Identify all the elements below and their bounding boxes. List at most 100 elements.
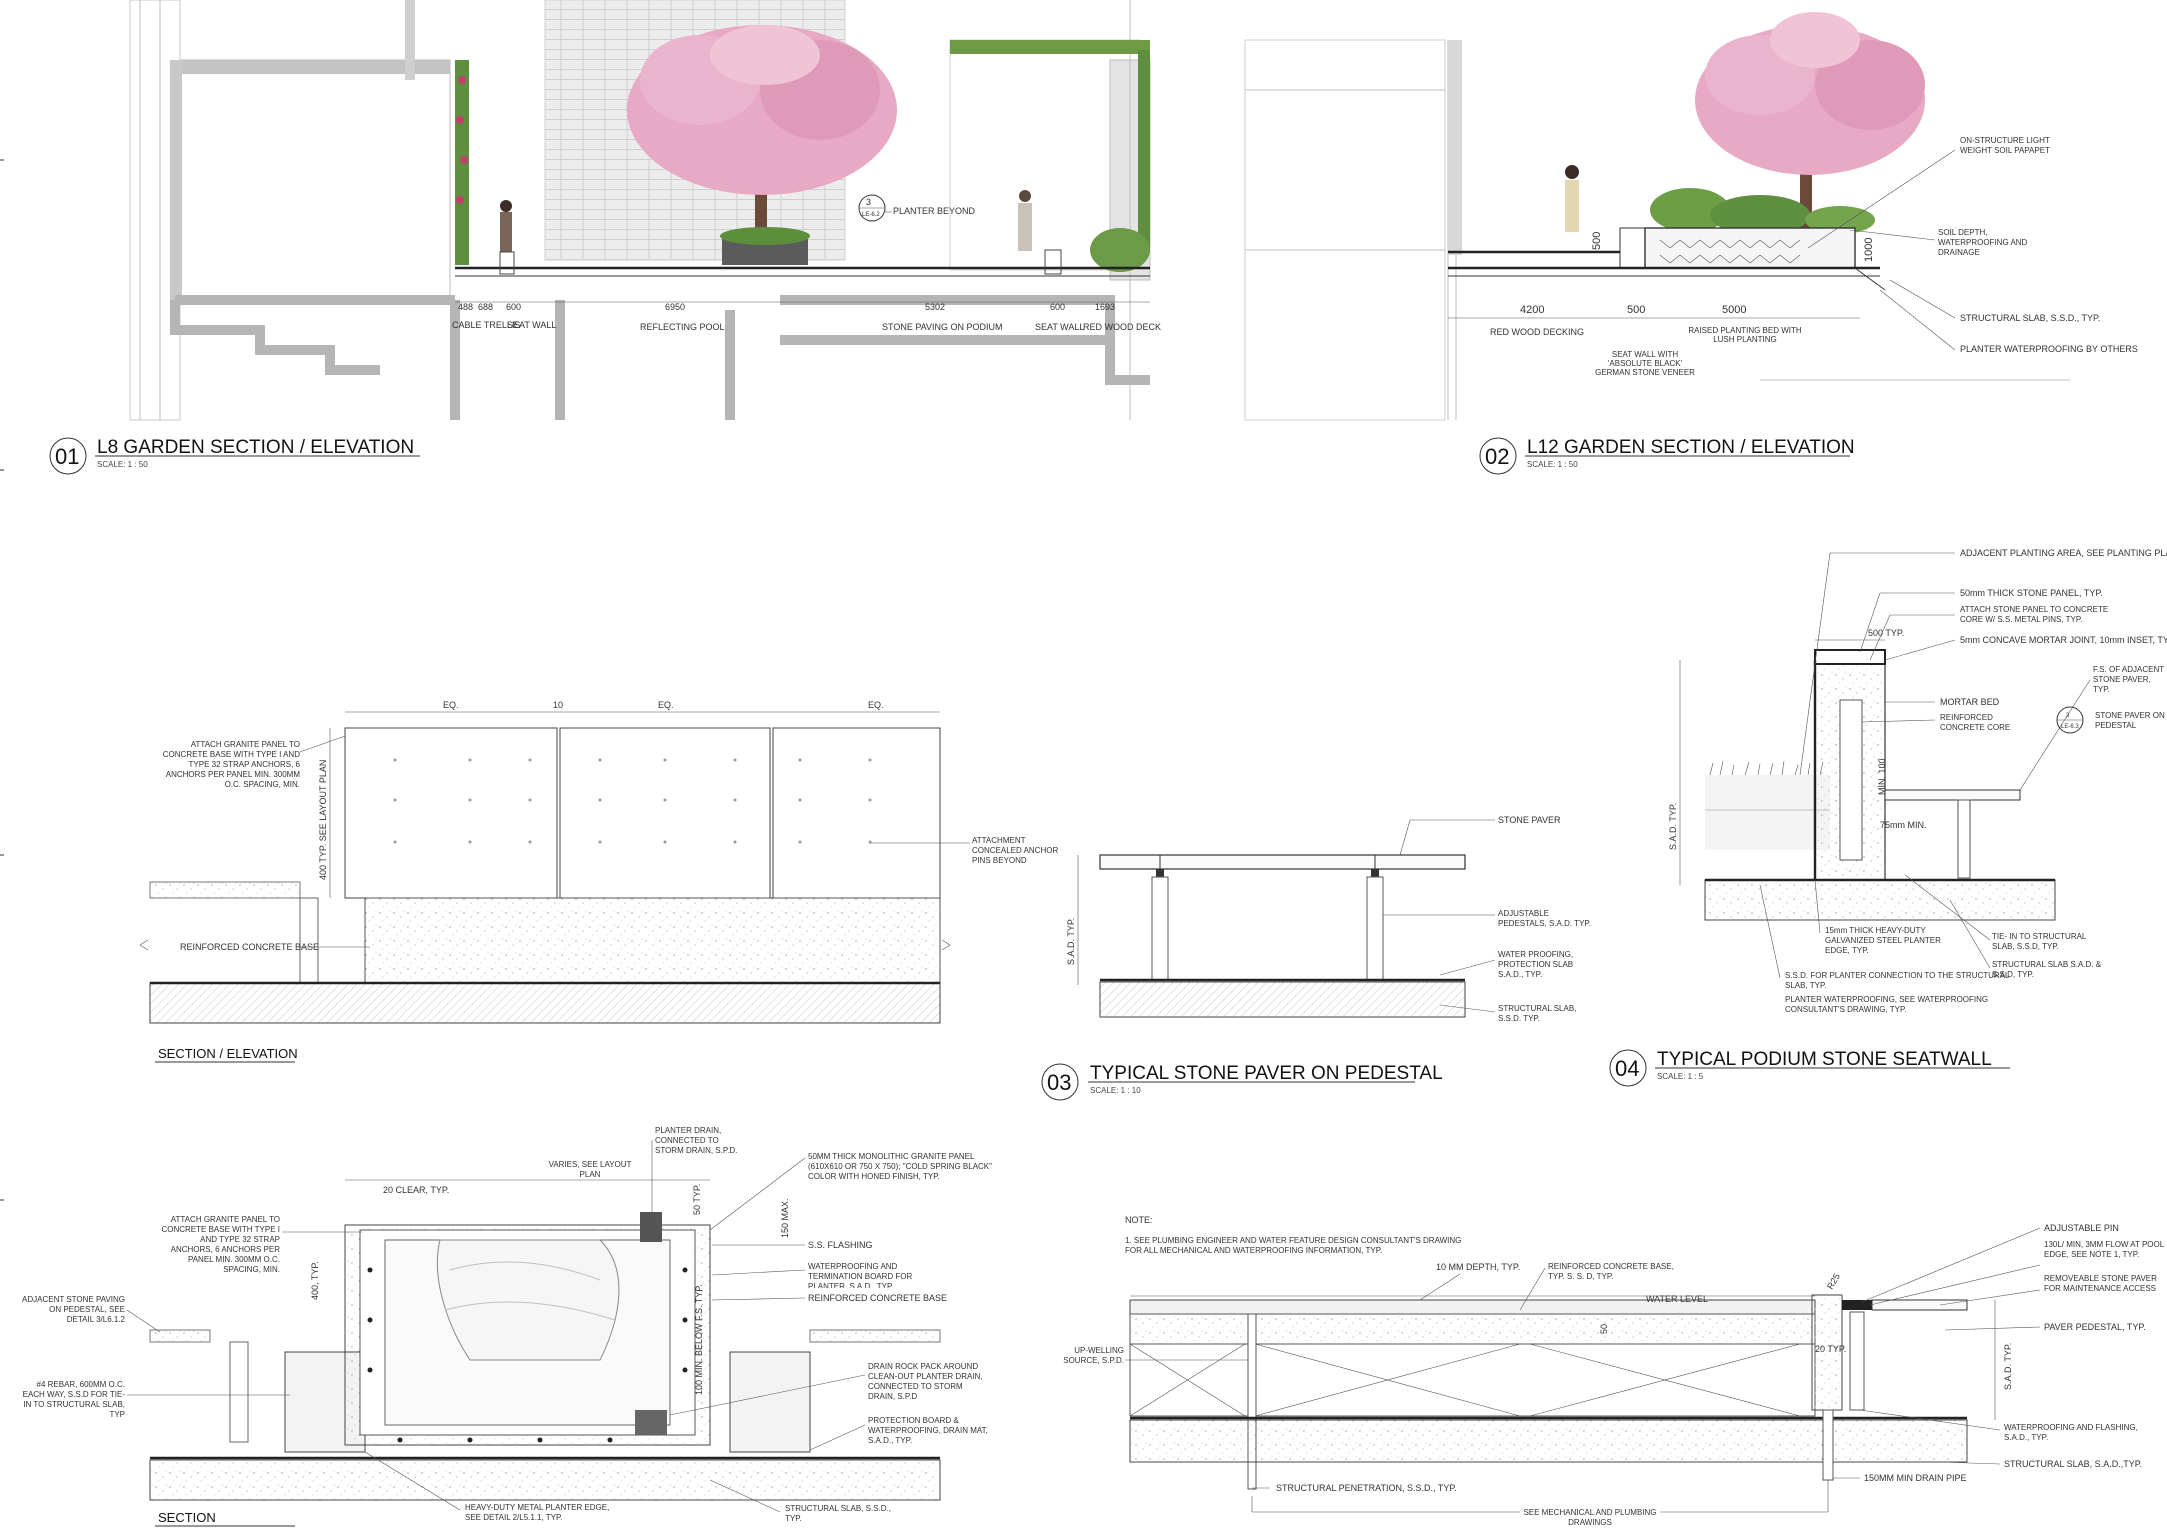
granite-label: 50MM THICK MONOLITHIC GRANITE PANEL (610… [808,1152,992,1181]
attachment-label: ATTACHMENT CONCEALED ANCHOR PINS BEYOND [972,836,1059,865]
d50-wf: 50 [1599,1324,1609,1334]
protection-label: PROTECTION BOARD & WATERPROOFING, DRAIN … [868,1416,988,1445]
cable-trellis-label: CABLE TRELLIS [452,320,520,330]
paver-ref-04: LE-6.3 [2061,724,2079,730]
detail-01-scale: SCALE: 1 : 50 [97,460,148,469]
soil-label: ON-STRUCTURE LIGHT WEIGHT SOIL PAPAPET [1960,136,2050,155]
soil-depth-label: SOIL DEPTH, WATERPROOFING AND DRAINAGE [1938,228,2028,257]
removable-label: REMOVEABLE STONE PAVER FOR MAINTENANCE A… [2044,1274,2157,1293]
wp-label-wf: WATERPROOFING AND FLASHING, S.A.D., TYP. [2004,1423,2138,1442]
termination-label: WATERPROOFING AND TERMINATION BOARD FOR … [808,1262,913,1288]
dim-01-a: 488 [458,302,473,312]
structural-slab-label-03: STRUCTURAL SLAB, S.S.D. TYP. [1498,1004,1577,1023]
dim-02-500: 500 [1627,304,1645,316]
dim-02-4200: 4200 [1520,304,1544,316]
seat-wall-label-1: SEAT WALL [507,320,556,330]
seat-wall-label: SEAT WALL WITH 'ABSOLUTE BLACK' GERMAN S… [1595,350,1695,377]
dim-02-500-v: 500 [1591,232,1603,250]
detail-01-title: L8 GARDEN SECTION / ELEVATION [97,437,414,458]
pedestal-label: PAVER PEDESTAL, TYP. [2044,1322,2146,1332]
connection-label: S.S.D. FOR PLANTER CONNECTION TO THE STR… [1785,971,2010,990]
dim-02-1000-v: 1000 [1863,238,1875,262]
detail-04-scale: SCALE: 1 : 5 [1657,1072,1704,1081]
water-level-label: WATER LEVEL [1646,1294,1708,1304]
structural-slab-label-02: STRUCTURAL SLAB, S.S.D., TYP. [1960,313,2100,323]
base-label-sec: REINFORCED CONCRETE BASE [808,1293,947,1303]
svg-text:3: 3 [2066,713,2070,719]
detail-granite-panel-elevation: EQ. 10 EQ. EQ. 400 TYP. SEE LAYOUT PLAN … [139,700,1059,1063]
edge-label-04: 15mm THICK HEAVY-DUTY GALVANIZED STEEL P… [1825,926,1941,955]
clear-label: 20 CLEAR, TYP. [383,1185,449,1195]
planter-wp-label-02: PLANTER WATERPROOFING BY OTHERS [1960,344,2138,354]
upwelling-label: UP-WELLING SOURCE, S.P.D. [1063,1346,1124,1365]
d150-label: 150 MAX. [780,1198,790,1238]
dim-01-e: 5302 [925,302,945,312]
detail-01-l8-garden-section: 3 LE-6.2 PLANTER BEYOND 488 688 600 6950… [49,0,1161,475]
core-label: REINFORCED CONCRETE CORE [1940,713,2011,732]
reflecting-pool-label: REFLECTING POOL [640,322,725,332]
planter-beyond-ref: LE-6.2 [862,212,880,218]
slab-label-sec: STRUCTURAL SLAB, S.S.D., TYP. [785,1504,891,1523]
dim-01-c: 600 [506,302,521,312]
drain-label: PLANTER DRAIN, CONNECTED TO STORM DRAIN,… [655,1126,738,1155]
detail-04-podium-seatwall: S.A.D. TYP. 500 TYP. MIN. 100 75mm MIN. … [1609,548,2167,1087]
red-wood-deck-label: RED WOOD DECK [1083,322,1161,332]
r25-label: R25 [1825,1272,1842,1291]
mechanical-label: SEE MECHANICAL AND PLUMBING DRAWINGS [1520,1508,1660,1528]
detail-04-title: TYPICAL PODIUM STONE SEATWALL [1657,1049,1992,1070]
sad-wf: S.A.D. TYP. [2003,1343,2013,1390]
detail-02-number: 02 [1485,444,1509,469]
dim-01-g: 1693 [1095,302,1115,312]
section-title: SECTION [158,1510,216,1525]
dim-10: 10 [553,700,563,710]
detail-planter-section: VARIES, SEE LAYOUT PLAN PLANTER DRAIN, C… [22,1126,992,1527]
flashing-label: S.S. FLASHING [808,1240,873,1250]
svg-text:3: 3 [866,197,871,207]
dim-02-5000: 5000 [1722,304,1746,316]
attach-panel-label: ATTACH STONE PANEL TO CONCRETE CORE W/ S… [1960,605,2109,624]
pin-label: ADJUSTABLE PIN [2044,1223,2119,1233]
detail-03-title: TYPICAL STONE PAVER ON PEDESTAL [1090,1063,1443,1084]
section-elevation-title: SECTION / ELEVATION [158,1046,298,1061]
slab-label-04: STRUCTURAL SLAB S.A.D. & S.S.D, TYP. [1992,960,2102,979]
dim-eq-1: EQ. [443,700,459,710]
dim-eq-3: EQ. [868,700,884,710]
min-100-label: MIN. 100 [1877,758,1887,795]
note-1: 1. SEE PLUMBING ENGINEER AND WATER FEATU… [1125,1236,1462,1255]
note-heading: NOTE: [1125,1215,1153,1225]
joint-label: 5mm CONCAVE MORTAR JOINT, 10mm INSET, TY… [1960,635,2167,645]
wood-decking-label: RED WOOD DECKING [1490,327,1584,337]
dim-01-f: 600 [1050,302,1065,312]
seat-wall-label-2: SEAT WALL [1035,322,1084,332]
dim-01-d: 6950 [665,302,685,312]
attach-granite-label: ATTACH GRANITE PANEL TO CONCRETE BASE WI… [162,740,300,789]
adjacent-label-04: ADJACENT PLANTING AREA, SEE PLANTING PLA… [1960,548,2167,558]
detail-02-l12-garden-section: 500 1000 4200 500 5000 RED WOOD DECKING … [1244,12,2138,475]
detail-03-number: 03 [1047,1070,1071,1095]
tie-in-label: TIE- IN TO STRUCTURAL SLAB, S.S.D, TYP. [1992,932,2087,951]
detail-02-title: L12 GARDEN SECTION / ELEVATION [1527,437,1855,458]
flow-label: 130L/ MIN, 3MM FLOW AT POOL EDGE, SEE NO… [2044,1240,2164,1259]
base-label-wf: REINFORCED CONCRETE BASE, TYP. S. S. D, … [1548,1262,1674,1281]
sad-typ-04: S.A.D. TYP. [1668,803,1678,850]
dim-eq-2: EQ. [658,700,674,710]
sheet-edge-ticks [0,159,4,1201]
detail-04-number: 04 [1615,1056,1639,1081]
d400-label: 400, TYP. [310,1261,320,1300]
stone-paver-label: STONE PAVER [1498,815,1561,825]
rebar-label: #4 REBAR, 600MM O.C. EACH WAY, S.S.D FOR… [22,1380,125,1419]
edge-label-sec: HEAVY-DUTY METAL PLANTER EDGE, SEE DETAI… [465,1503,610,1522]
mortar-bed-label: MORTAR BED [1940,697,2000,707]
paver-ped-label: STONE PAVER ON PEDESTAL [2095,711,2165,730]
see-layout-label: 400 TYP. SEE LAYOUT PLAN [318,760,328,880]
pedestals-label: ADJUSTABLE PEDESTALS, S.A.D. TYP. [1498,909,1591,928]
d20-wf: 20 TYP. [1815,1344,1846,1354]
stone-panel-label: 50mm THICK STONE PANEL, TYP. [1960,588,2103,598]
drain-pipe-label: 150MM MIN DRAIN PIPE [1864,1473,1967,1483]
raised-bed-label: RAISED PLANTING BED WITH LUSH PLANTING [1688,326,1802,344]
adjacent-label-sec: ADJACENT STONE PAVING ON PEDESTAL, SEE D… [22,1295,125,1324]
d50-label: 50 TYP. [692,1184,702,1215]
penetration-label: STRUCTURAL PENETRATION, S.S.D., TYP. [1276,1483,1457,1493]
